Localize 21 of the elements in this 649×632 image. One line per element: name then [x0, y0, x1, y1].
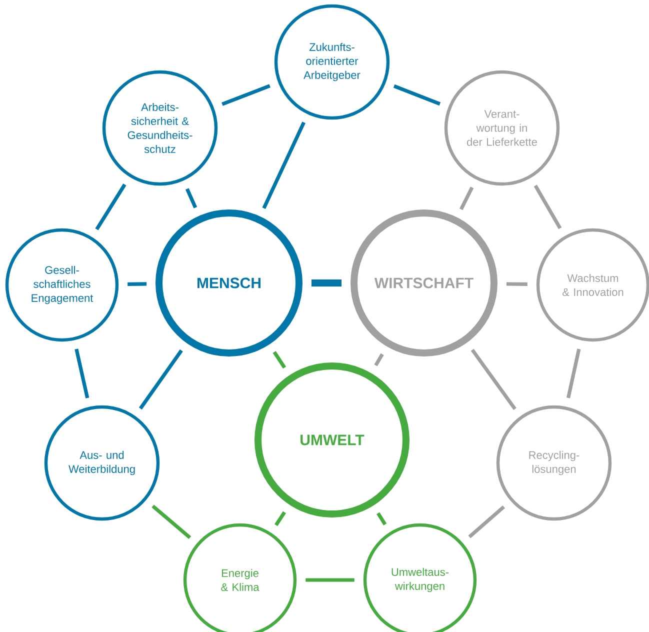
- connector-line: [185, 188, 198, 208]
- connector-line: [274, 511, 286, 526]
- connector-line: [468, 505, 506, 538]
- connector-line: [312, 280, 342, 286]
- connector-line: [138, 349, 183, 410]
- connector-line: [306, 578, 354, 582]
- connector-line: [376, 512, 387, 526]
- connector-line: [222, 84, 270, 106]
- connector-line: [506, 282, 528, 286]
- connector-line: [374, 353, 384, 366]
- connector-line: [95, 184, 126, 230]
- connector-line: [566, 348, 581, 398]
- connector-line: [470, 348, 516, 410]
- connector-line: [534, 184, 562, 230]
- connector-line: [272, 350, 286, 369]
- connector-line: [128, 282, 147, 286]
- connector-line: [393, 84, 441, 106]
- connector-line: [74, 348, 90, 398]
- connector-line: [262, 122, 306, 209]
- connector-line: [152, 504, 192, 539]
- connector-line: [459, 186, 474, 210]
